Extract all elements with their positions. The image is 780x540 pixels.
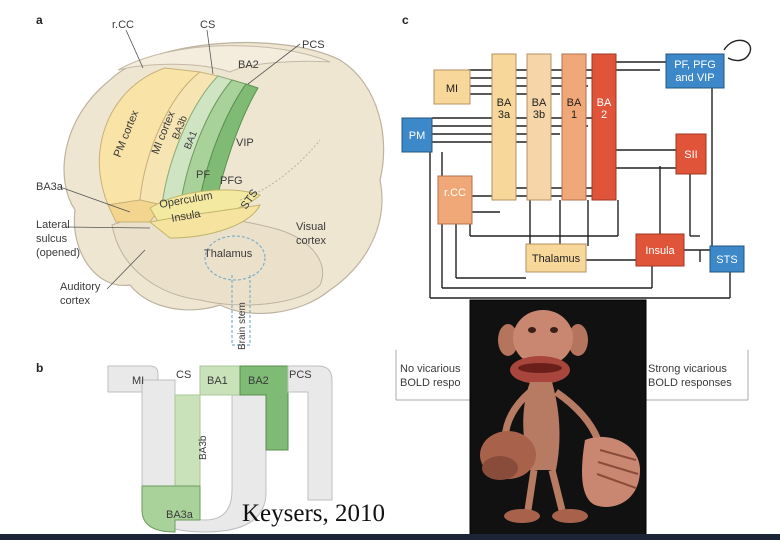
label-vip: VIP: [236, 137, 254, 149]
label-opened: (opened): [36, 247, 80, 259]
box-pm-label: PM: [409, 130, 426, 142]
fold-label-mi: MI: [132, 375, 144, 387]
fold-pcs: [287, 365, 333, 501]
box-pm: [401, 117, 433, 153]
brainstem-outline: [231, 275, 251, 346]
box-thalamus: [525, 243, 587, 273]
box-ba2-l2: 2: [601, 109, 607, 121]
label-insula: Insula: [170, 208, 202, 225]
thalamus-outline: [204, 235, 266, 281]
legend-right-line1: Strong vicarious: [648, 363, 727, 375]
box-sts: [709, 245, 745, 273]
box-insula-label: Insula: [645, 245, 675, 257]
box-ba3b-l1: BA: [532, 97, 547, 109]
panel-a-letter: a: [36, 13, 43, 27]
self-loop: [723, 39, 752, 62]
label-pcs: PCS: [302, 39, 325, 51]
brain-upper-lobe: [117, 45, 331, 73]
box-mi: [433, 69, 471, 105]
label-thalamus: Thalamus: [204, 248, 253, 260]
legend-left-line1: No vicarious: [400, 363, 461, 375]
fold-label-ba2: BA2: [248, 375, 269, 387]
label-brainstem: Brain stem: [237, 302, 248, 350]
panel-a: a r.CC CS PCS BA2 PM cortex M: [36, 13, 385, 350]
box-ba3a: [491, 53, 517, 201]
bottom-bar: [0, 534, 780, 540]
insula-region: [148, 204, 261, 239]
box-ba3a-l2: 3a: [498, 109, 511, 121]
fold-label-ba1: BA1: [207, 375, 228, 387]
label-visual-cortex: cortex: [296, 235, 326, 247]
box-pf-l1: PF, PFG: [674, 59, 716, 71]
box-pf-l2: and VIP: [675, 72, 714, 84]
panel-c: c: [401, 13, 752, 299]
box-rcc-label: r.CC: [444, 187, 466, 199]
box-ba3a-l1: BA: [497, 97, 512, 109]
label-ba2: BA2: [238, 59, 259, 71]
box-pf-pfg-vip: [665, 53, 725, 89]
fold-ba3b: [174, 394, 201, 487]
label-ba3a: BA3a: [36, 181, 64, 193]
fold-ba3a: [141, 485, 201, 533]
box-mi-label: MI: [446, 83, 458, 95]
legend-right-line2: BOLD responses: [648, 377, 732, 389]
box-sii: [675, 133, 707, 175]
leader-lines: [59, 29, 301, 290]
box-ba2-l1: BA: [597, 97, 612, 109]
fold-label-ba3a: BA3a: [166, 509, 194, 521]
box-ba1: [561, 53, 587, 201]
legend-left-line2: BOLD respo: [400, 377, 461, 389]
label-sulcus: sulcus: [36, 233, 68, 245]
panel-b-letter: b: [36, 361, 43, 375]
box-sii-label: SII: [684, 149, 697, 161]
citation: Keysers, 2010: [242, 500, 386, 527]
label-lateral: Lateral: [36, 219, 70, 231]
box-insula: [635, 233, 685, 267]
label-auditory: Auditory: [60, 281, 101, 293]
box-ba3b: [526, 53, 552, 201]
box-ba3b-l2: 3b: [533, 109, 545, 121]
box-rcc: [437, 175, 473, 225]
fold-label-cs: CS: [176, 369, 191, 381]
box-sts-label: STS: [716, 254, 737, 266]
box-ba1-l1: BA: [567, 97, 582, 109]
label-visual: Visual: [296, 221, 326, 233]
label-rcc: r.CC: [112, 19, 134, 31]
ba2-strip: [197, 83, 259, 213]
label-pfg: PFG: [220, 175, 243, 187]
box-ba2: [591, 53, 617, 201]
label-pf: PF: [196, 169, 210, 181]
box-thalamus-label: Thalamus: [532, 253, 581, 265]
fold-label-ba3b: BA3b: [198, 435, 209, 460]
homunculus-photo: [469, 299, 647, 539]
panel-c-letter: c: [402, 13, 409, 27]
panel-b: b MI CS BA1 BA2 PCS BA3b BA3a: [36, 361, 333, 533]
label-cs: CS: [200, 19, 215, 31]
box-ba1-l2: 1: [571, 109, 577, 121]
label-auditory-cortex: cortex: [60, 295, 90, 307]
fold-label-pcs: PCS: [289, 369, 312, 381]
